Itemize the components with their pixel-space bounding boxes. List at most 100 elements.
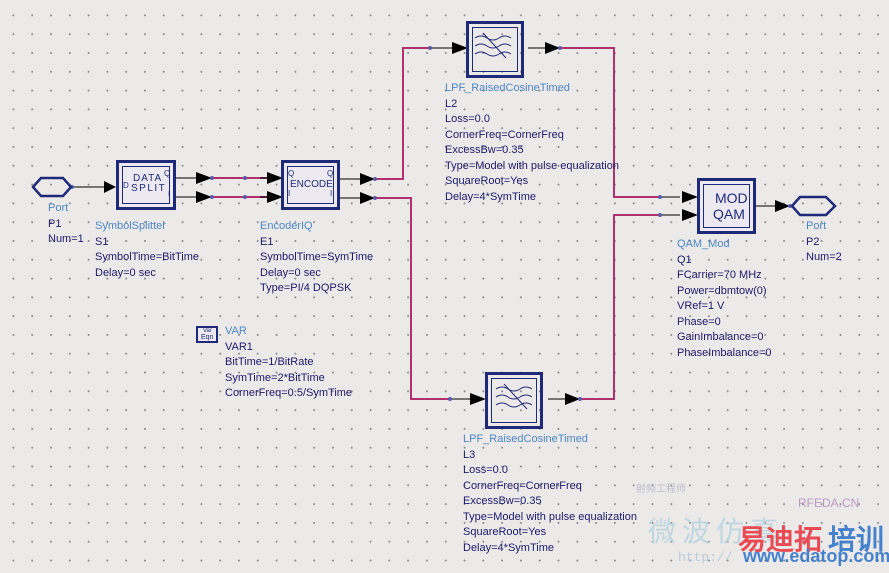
arrow-icon xyxy=(775,200,790,212)
instance-name: P2 xyxy=(806,235,820,248)
param: Num=1 xyxy=(48,233,84,245)
pin-label-i-out: I xyxy=(330,189,333,198)
instance-name: E1 xyxy=(260,235,274,248)
port-p2-icon[interactable] xyxy=(790,195,837,217)
arrow-icon xyxy=(452,42,468,54)
lpf-l2-label: LPF_RaisedCosineTimed L2 Loss=0.0 Corner… xyxy=(445,81,619,205)
pin-stubs xyxy=(72,47,775,400)
param: Type=Model with pulse equalization xyxy=(445,159,619,172)
qam-mod-label: QAM_Mod Q1 FCarrier=70 MHz Power=dbmtow(… xyxy=(677,237,771,361)
component-type: Port xyxy=(806,220,827,232)
symbol-text-split: SPLIT xyxy=(131,183,167,194)
param: SymbolTime=SymTime xyxy=(260,251,374,263)
param: Delay=4*SymTime xyxy=(463,541,554,554)
param: VRef=1 V xyxy=(677,300,725,312)
param: Loss=0.0 xyxy=(445,113,490,125)
arrow-icon xyxy=(104,181,116,193)
wires xyxy=(212,47,660,400)
arrowheads xyxy=(104,42,790,405)
arrow-icon xyxy=(360,192,375,204)
watermark-text: 射频工程师 xyxy=(636,484,686,495)
param: SquareRoot=Yes xyxy=(463,526,547,538)
wire-l2-to-qam[interactable] xyxy=(560,47,660,198)
param: Delay=0 sec xyxy=(95,266,156,279)
lpf-l3-component[interactable] xyxy=(485,372,543,429)
symbol-splitter-component[interactable]: D DATA SPLIT Q I xyxy=(116,160,176,210)
component-type: Port xyxy=(48,202,69,214)
watermark-site: RFEDA.CN xyxy=(798,496,860,510)
param: Delay=0 sec xyxy=(260,266,321,279)
param: FCarrier=70 MHz xyxy=(677,269,762,281)
arrow-icon xyxy=(565,393,580,405)
port-p1-label: Port P1 Num=1 xyxy=(48,201,84,248)
arrow-icon xyxy=(267,172,283,184)
instance-name: L2 xyxy=(445,97,458,110)
symbol-text-data: DATA xyxy=(133,173,163,184)
pin-dots xyxy=(70,46,792,401)
var-block-label: VAR VAR1 BitTime=1/BitRate SymTime=2*Bit… xyxy=(225,324,352,402)
wire-l3-to-qam[interactable] xyxy=(580,214,660,400)
param: Delay=4*SymTime xyxy=(445,190,536,203)
symbol-text-encode: ENCODE xyxy=(290,179,333,190)
var-eqn-icon[interactable]: Var Eqn xyxy=(196,326,218,343)
component-type: LPF_RaisedCosineTimed xyxy=(463,433,588,445)
param: BitTime=1/BitRate xyxy=(225,356,314,368)
arrow-icon xyxy=(545,42,560,54)
param: Phase=0 xyxy=(677,315,721,328)
component-type: QAM_Mod xyxy=(677,238,730,250)
param: Type=Model with pulse equalization xyxy=(463,510,637,523)
param: Loss=0.0 xyxy=(463,464,508,476)
param: CornerFreq=CornerFreq xyxy=(463,479,582,492)
watermark-text: 微波仿真 xyxy=(648,515,785,548)
instance-name: S1 xyxy=(95,235,109,248)
instance-name: Q1 xyxy=(677,253,692,266)
lpf-l2-component[interactable] xyxy=(466,21,524,78)
arrow-icon xyxy=(360,173,375,185)
arrow-icon xyxy=(682,191,698,203)
watermark-brand: 易迪拓 xyxy=(738,523,823,556)
pin-label-i: I xyxy=(168,191,170,198)
watermark: 射频工程师 RFEDA.CN 微波仿真 易迪拓 培训 http:// www.e… xyxy=(628,478,889,570)
instance-name: VAR1 xyxy=(225,340,253,353)
pin-label-d: D xyxy=(123,181,129,190)
arrow-icon xyxy=(196,172,212,184)
qam-mod-component[interactable]: MOD QAM xyxy=(697,178,756,234)
encoder-iq-component[interactable]: Q I Q I ENCODE xyxy=(281,160,340,210)
pin-label-q-in: Q xyxy=(288,169,295,178)
wire-encoder-i-to-l3[interactable] xyxy=(375,197,450,400)
param: ExcessBw=0.35 xyxy=(463,495,542,507)
encoder-iq-label: EncoderIQ E1 SymbolTime=SymTime Delay=0 … xyxy=(260,219,373,297)
port-p2-label: Port P2 Num=2 xyxy=(806,219,842,266)
param: Num=2 xyxy=(806,251,842,263)
lowpass-filter-wave-icon xyxy=(474,32,512,59)
param: PhaseImbalance=0 xyxy=(677,346,772,359)
pin-label-i-in: I xyxy=(288,189,291,198)
lpf-l3-label: LPF_RaisedCosineTimed L3 Loss=0.0 Corner… xyxy=(463,432,637,556)
param: SymTime=2*BitTime xyxy=(225,371,325,384)
arrow-icon xyxy=(196,191,212,203)
symbol-text-qam: QAM xyxy=(713,206,745,222)
component-type: EncoderIQ xyxy=(260,220,313,232)
param: ExcessBw=0.35 xyxy=(445,144,524,156)
instance-name: P1 xyxy=(48,217,62,230)
watermark-text: http:// xyxy=(678,550,733,565)
lowpass-filter-wave-icon xyxy=(495,383,533,410)
wire-encoder-q-to-l2[interactable] xyxy=(375,47,430,180)
watermark-url: www.edatop.com xyxy=(743,546,889,566)
arrow-icon xyxy=(682,209,698,221)
instance-name: L3 xyxy=(463,448,476,461)
port-p1-icon[interactable] xyxy=(31,176,73,198)
symbol-splitter-label: SymbolSplitter S1 SymbolTime=BitTime Del… xyxy=(95,219,199,281)
component-type: VAR xyxy=(225,325,247,337)
param: GainImbalance=0 xyxy=(677,331,764,343)
watermark-brand: 培训 xyxy=(828,523,885,556)
component-type: LPF_RaisedCosineTimed xyxy=(445,82,570,94)
param: SymbolTime=BitTime xyxy=(95,251,200,263)
arrow-icon xyxy=(470,393,486,405)
param: Power=dbmtow(0) xyxy=(677,284,767,297)
param: CornerFreq=CornerFreq xyxy=(445,128,564,141)
param: SquareRoot=Yes xyxy=(445,175,529,187)
symbol-text-mod: MOD xyxy=(715,190,748,206)
param: Type=PI/4 DQPSK xyxy=(260,282,352,294)
